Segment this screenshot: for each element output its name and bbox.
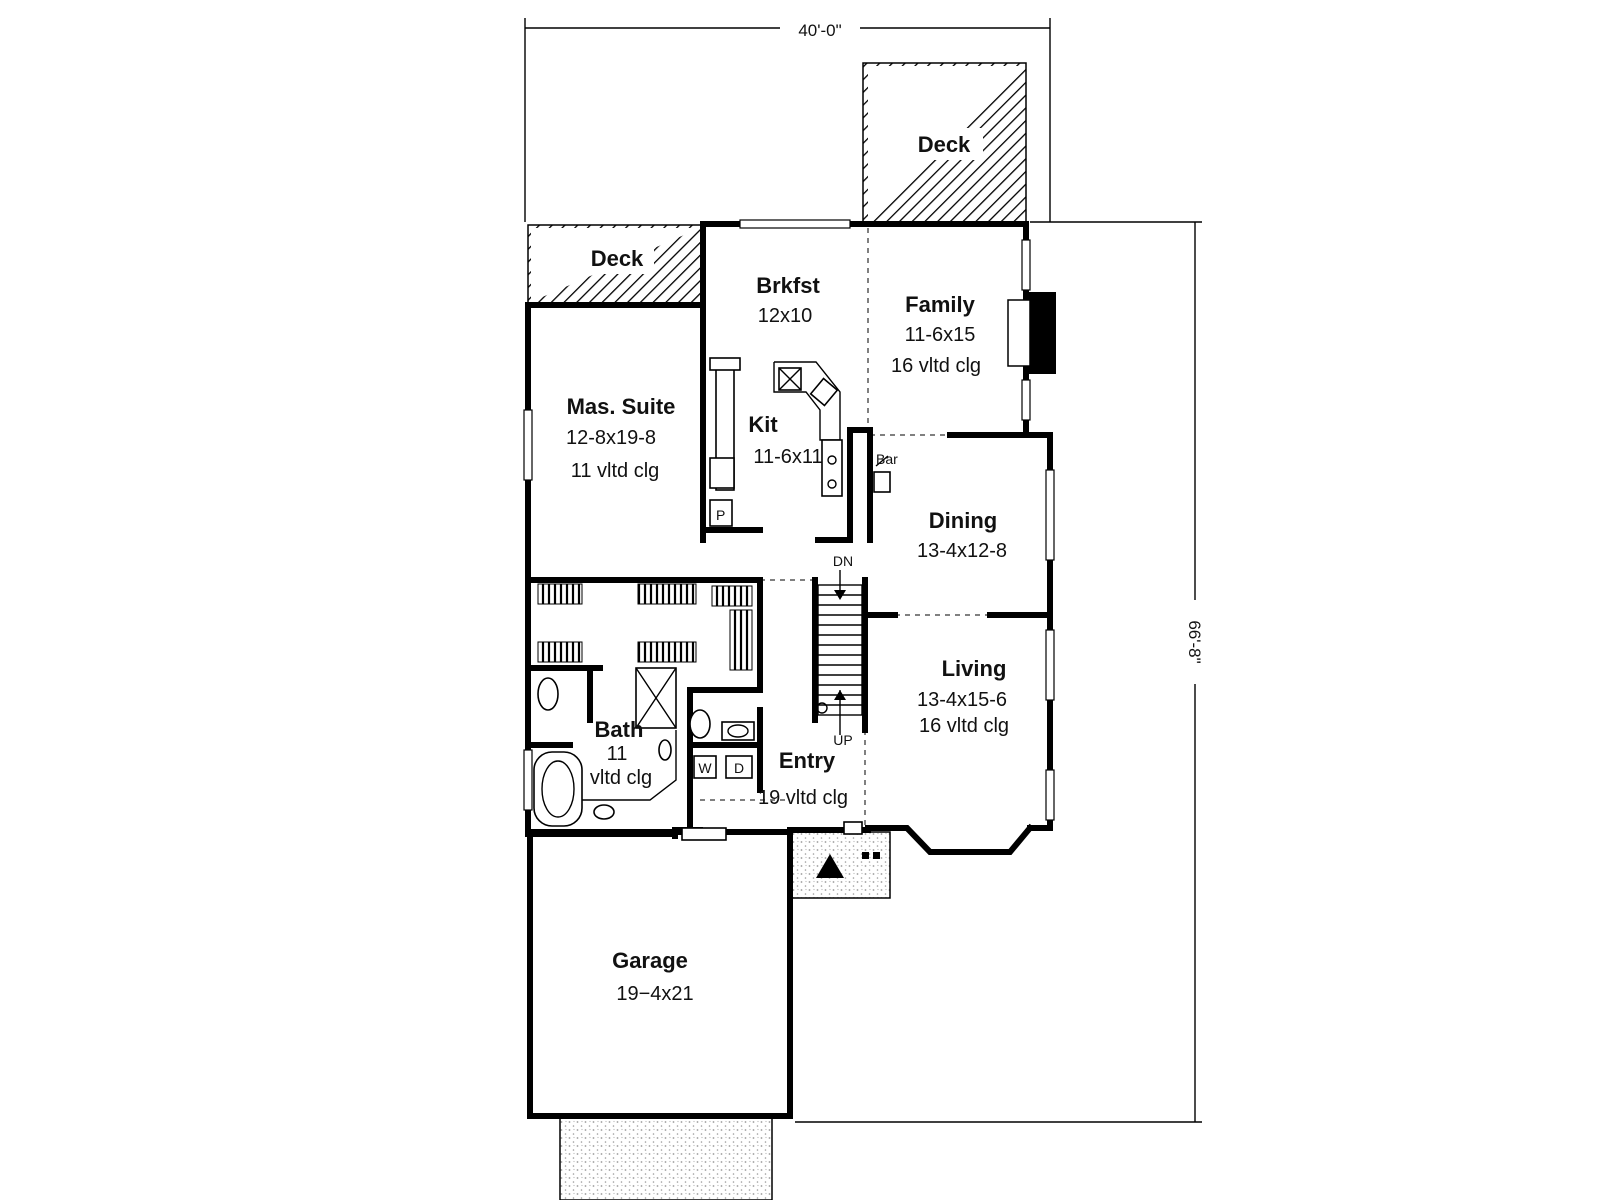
family-size: 11-6x15 <box>905 324 976 346</box>
kit-size: 11-6x11 <box>753 446 822 468</box>
kitchen-counters <box>709 357 891 527</box>
bath-note: vltd clg <box>590 767 652 789</box>
dining-size: 13-4x12-8 <box>917 540 1007 562</box>
dimension-lines <box>524 17 1206 1123</box>
garage-label: Garage <box>612 948 688 973</box>
mas-suite-label: Mas. Suite <box>567 394 676 419</box>
front-porch <box>789 831 891 899</box>
deck-top <box>862 62 1027 223</box>
deck-top-label: Deck <box>918 132 971 157</box>
living-note: 16 vltd clg <box>919 715 1009 737</box>
width-dimension: 40'-0" <box>798 21 841 40</box>
family-label: Family <box>905 292 975 317</box>
room-openings <box>600 228 990 828</box>
family-note: 16 vltd clg <box>891 355 981 377</box>
washer-label: W <box>698 760 712 776</box>
staircase <box>816 570 863 735</box>
bath-fixtures <box>533 667 677 827</box>
depth-dimension: 66'-8" <box>1185 620 1204 663</box>
bar-label: Bar <box>876 451 898 467</box>
closets <box>537 583 753 671</box>
stair-up-label: UP <box>833 732 852 748</box>
garage-size: 19−4x21 <box>616 983 693 1005</box>
pantry-label: P <box>716 507 725 523</box>
stair-down-label: DN <box>833 553 853 569</box>
doors <box>681 821 863 841</box>
laundry-fixtures <box>689 709 755 779</box>
interior-walls <box>525 302 1053 837</box>
living-label: Living <box>942 656 1007 681</box>
driveway <box>559 1114 773 1200</box>
living-size: 13-4x15-6 <box>917 689 1007 711</box>
windows <box>523 219 1055 821</box>
entry-note: 19 vltd clg <box>758 787 848 809</box>
deck-left <box>527 224 704 306</box>
deck-left-label: Deck <box>591 246 644 271</box>
bath-size: 11 <box>607 743 628 765</box>
dryer-label: D <box>734 760 744 776</box>
entry-label: Entry <box>779 748 836 773</box>
mas-suite-size: 12-8x19-8 <box>566 427 656 449</box>
fireplace <box>1007 292 1056 374</box>
brkfst-size: 12x10 <box>758 305 813 327</box>
kit-label: Kit <box>748 412 778 437</box>
bath-label: Bath <box>595 717 644 742</box>
brkfst-label: Brkfst <box>756 273 820 298</box>
mas-suite-note: 11 vltd clg <box>571 460 660 482</box>
dining-label: Dining <box>929 508 997 533</box>
entry-marker-triangle <box>816 854 844 878</box>
